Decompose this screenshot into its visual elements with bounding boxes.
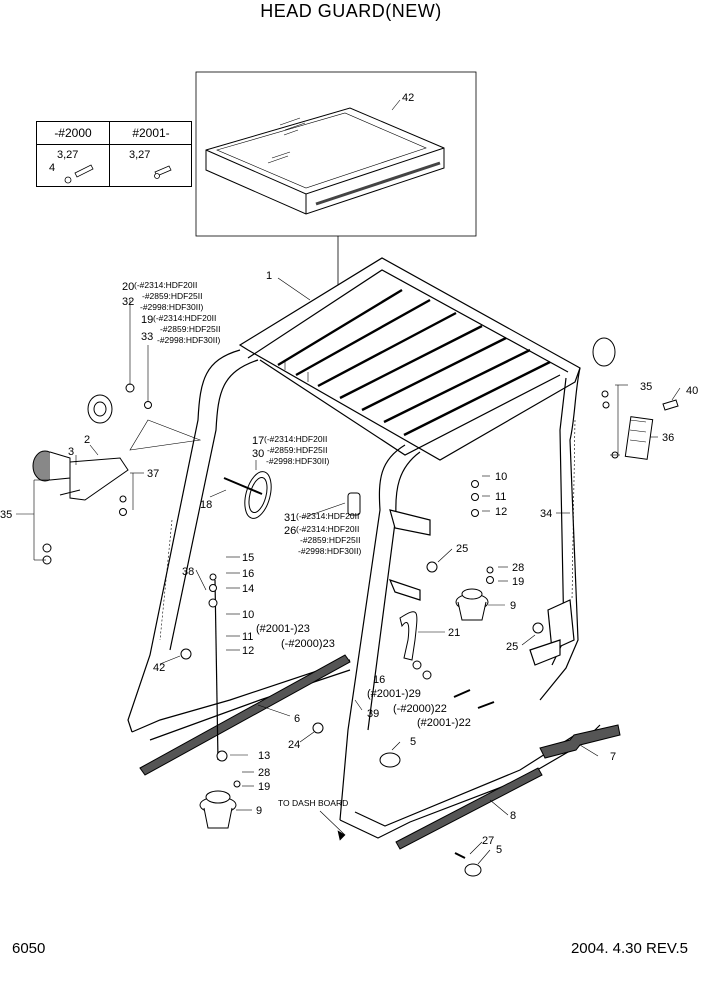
- callout-label: 36: [662, 432, 674, 444]
- callout-note: -#2998:HDF30II): [140, 302, 203, 312]
- callout-label: 13: [258, 750, 270, 762]
- callout-label: 24: [288, 739, 300, 751]
- callout-label: 5: [410, 736, 416, 748]
- callout-label: 6: [294, 713, 300, 725]
- callout-label: 10: [242, 609, 254, 621]
- callout-label: 30: [252, 448, 264, 460]
- serial-version-table: -#2000 #2001- 3,27 4 3,27: [36, 121, 192, 187]
- work-lamp-left: [32, 394, 202, 501]
- callout-label: (#2001-)29: [367, 688, 421, 700]
- revision-date: 2004. 4.30 REV.5: [570, 940, 688, 957]
- table-divider: [109, 122, 110, 186]
- reflector: [244, 471, 272, 519]
- callout-label: 9: [256, 805, 262, 817]
- callout-labels: 42 1 20 (-#2314:HDF20II -#2859:HDF25II 3…: [0, 92, 698, 856]
- callout-label: 17: [252, 435, 264, 447]
- rubber-strips: [139, 654, 621, 850]
- callout-label: 3: [68, 446, 74, 458]
- callout-label: 35: [640, 381, 652, 393]
- callout-label: 19: [141, 314, 153, 326]
- callout-label: 9: [510, 600, 516, 612]
- callout-label: 33: [141, 331, 153, 343]
- callout-label: 32: [122, 296, 134, 308]
- callout-label: 18: [200, 499, 212, 511]
- callout-label: 37: [147, 468, 159, 480]
- callout-label: 12: [242, 645, 254, 657]
- callout-label: 1: [266, 270, 272, 282]
- callout-label: 10: [495, 471, 507, 483]
- callout-note: -#2859:HDF25II: [160, 324, 220, 334]
- version-col2-part-a: 3,27: [129, 149, 151, 161]
- page-title: HEAD GUARD(NEW): [260, 1, 442, 21]
- version-col2-header: #2001-: [132, 126, 170, 140]
- callout-label: 35: [0, 509, 12, 521]
- work-lamp-right: [592, 337, 679, 460]
- head-guard-frame: [127, 257, 601, 839]
- callout-note: (-#2314:HDF20II: [296, 524, 359, 534]
- callout-note: -#2998:HDF30II): [298, 546, 361, 556]
- table-divider: [37, 144, 191, 145]
- callout-label: 16: [242, 568, 254, 580]
- callout-label: (#2001-)23: [256, 623, 310, 635]
- callout-label: (-#2000)23: [281, 638, 335, 650]
- to-dash-board-note: TO DASH BOARD: [278, 798, 348, 808]
- callout-label: 21: [448, 627, 460, 639]
- callout-label: 34: [540, 508, 552, 520]
- callout-note: -#2998:HDF30II): [157, 335, 220, 345]
- callout-note: (-#2314:HDF20II: [296, 511, 359, 521]
- callout-label: 40: [686, 385, 698, 397]
- callout-label: 28: [512, 562, 524, 574]
- callout-label: 16: [373, 674, 385, 686]
- callout-label: 11: [495, 491, 506, 503]
- callout-label: 27: [482, 835, 494, 847]
- callout-label: 26: [284, 525, 296, 537]
- callout-label: 19: [512, 576, 524, 588]
- callout-note: (-#2314:HDF20II: [134, 280, 197, 290]
- callout-label: (-#2000)22: [393, 703, 447, 715]
- callout-label: 14: [242, 583, 254, 595]
- callout-label: 19: [258, 781, 270, 793]
- callout-label: 25: [456, 543, 468, 555]
- callout-label: 28: [258, 767, 270, 779]
- grab-handle: [399, 611, 418, 661]
- callout-label: 31: [284, 512, 296, 524]
- callout-label: 39: [367, 708, 379, 720]
- hardware: [42, 383, 619, 877]
- bolt: [214, 579, 219, 761]
- callout-note: -#2998:HDF30II): [266, 456, 329, 466]
- callout-label: 5: [496, 844, 502, 856]
- callout-label: (#2001-)22: [417, 717, 471, 729]
- wire-harness: [159, 419, 576, 641]
- callout-note: -#2859:HDF25II: [267, 445, 327, 455]
- callout-label: 38: [182, 566, 194, 578]
- rubber-mount: [199, 588, 489, 829]
- page-number: 6050: [12, 940, 46, 957]
- version-col1-part-a: 3,27: [57, 149, 79, 161]
- callout-label: 42: [153, 662, 165, 674]
- callout-note: (-#2314:HDF20II: [153, 313, 216, 323]
- callout-note: (-#2314:HDF20II: [264, 434, 327, 444]
- glass-panel: [195, 71, 477, 288]
- callout-label: 2: [84, 434, 90, 446]
- callout-label: 11: [242, 631, 253, 643]
- callout-note: -#2859:HDF25II: [300, 535, 360, 545]
- bolt: [223, 477, 263, 495]
- callout-label: 15: [242, 552, 254, 564]
- callout-label: 7: [610, 751, 616, 763]
- callout-label: 25: [506, 641, 518, 653]
- callout-label: 42: [402, 92, 414, 104]
- version-col1-part-b: 4: [49, 162, 56, 174]
- version-table-bolts: [64, 164, 172, 184]
- leader-lines: [16, 99, 681, 865]
- callout-label: 20: [122, 281, 134, 293]
- callout-label: 12: [495, 506, 507, 518]
- callout-label: 8: [510, 810, 516, 822]
- callout-note: -#2859:HDF25II: [142, 291, 202, 301]
